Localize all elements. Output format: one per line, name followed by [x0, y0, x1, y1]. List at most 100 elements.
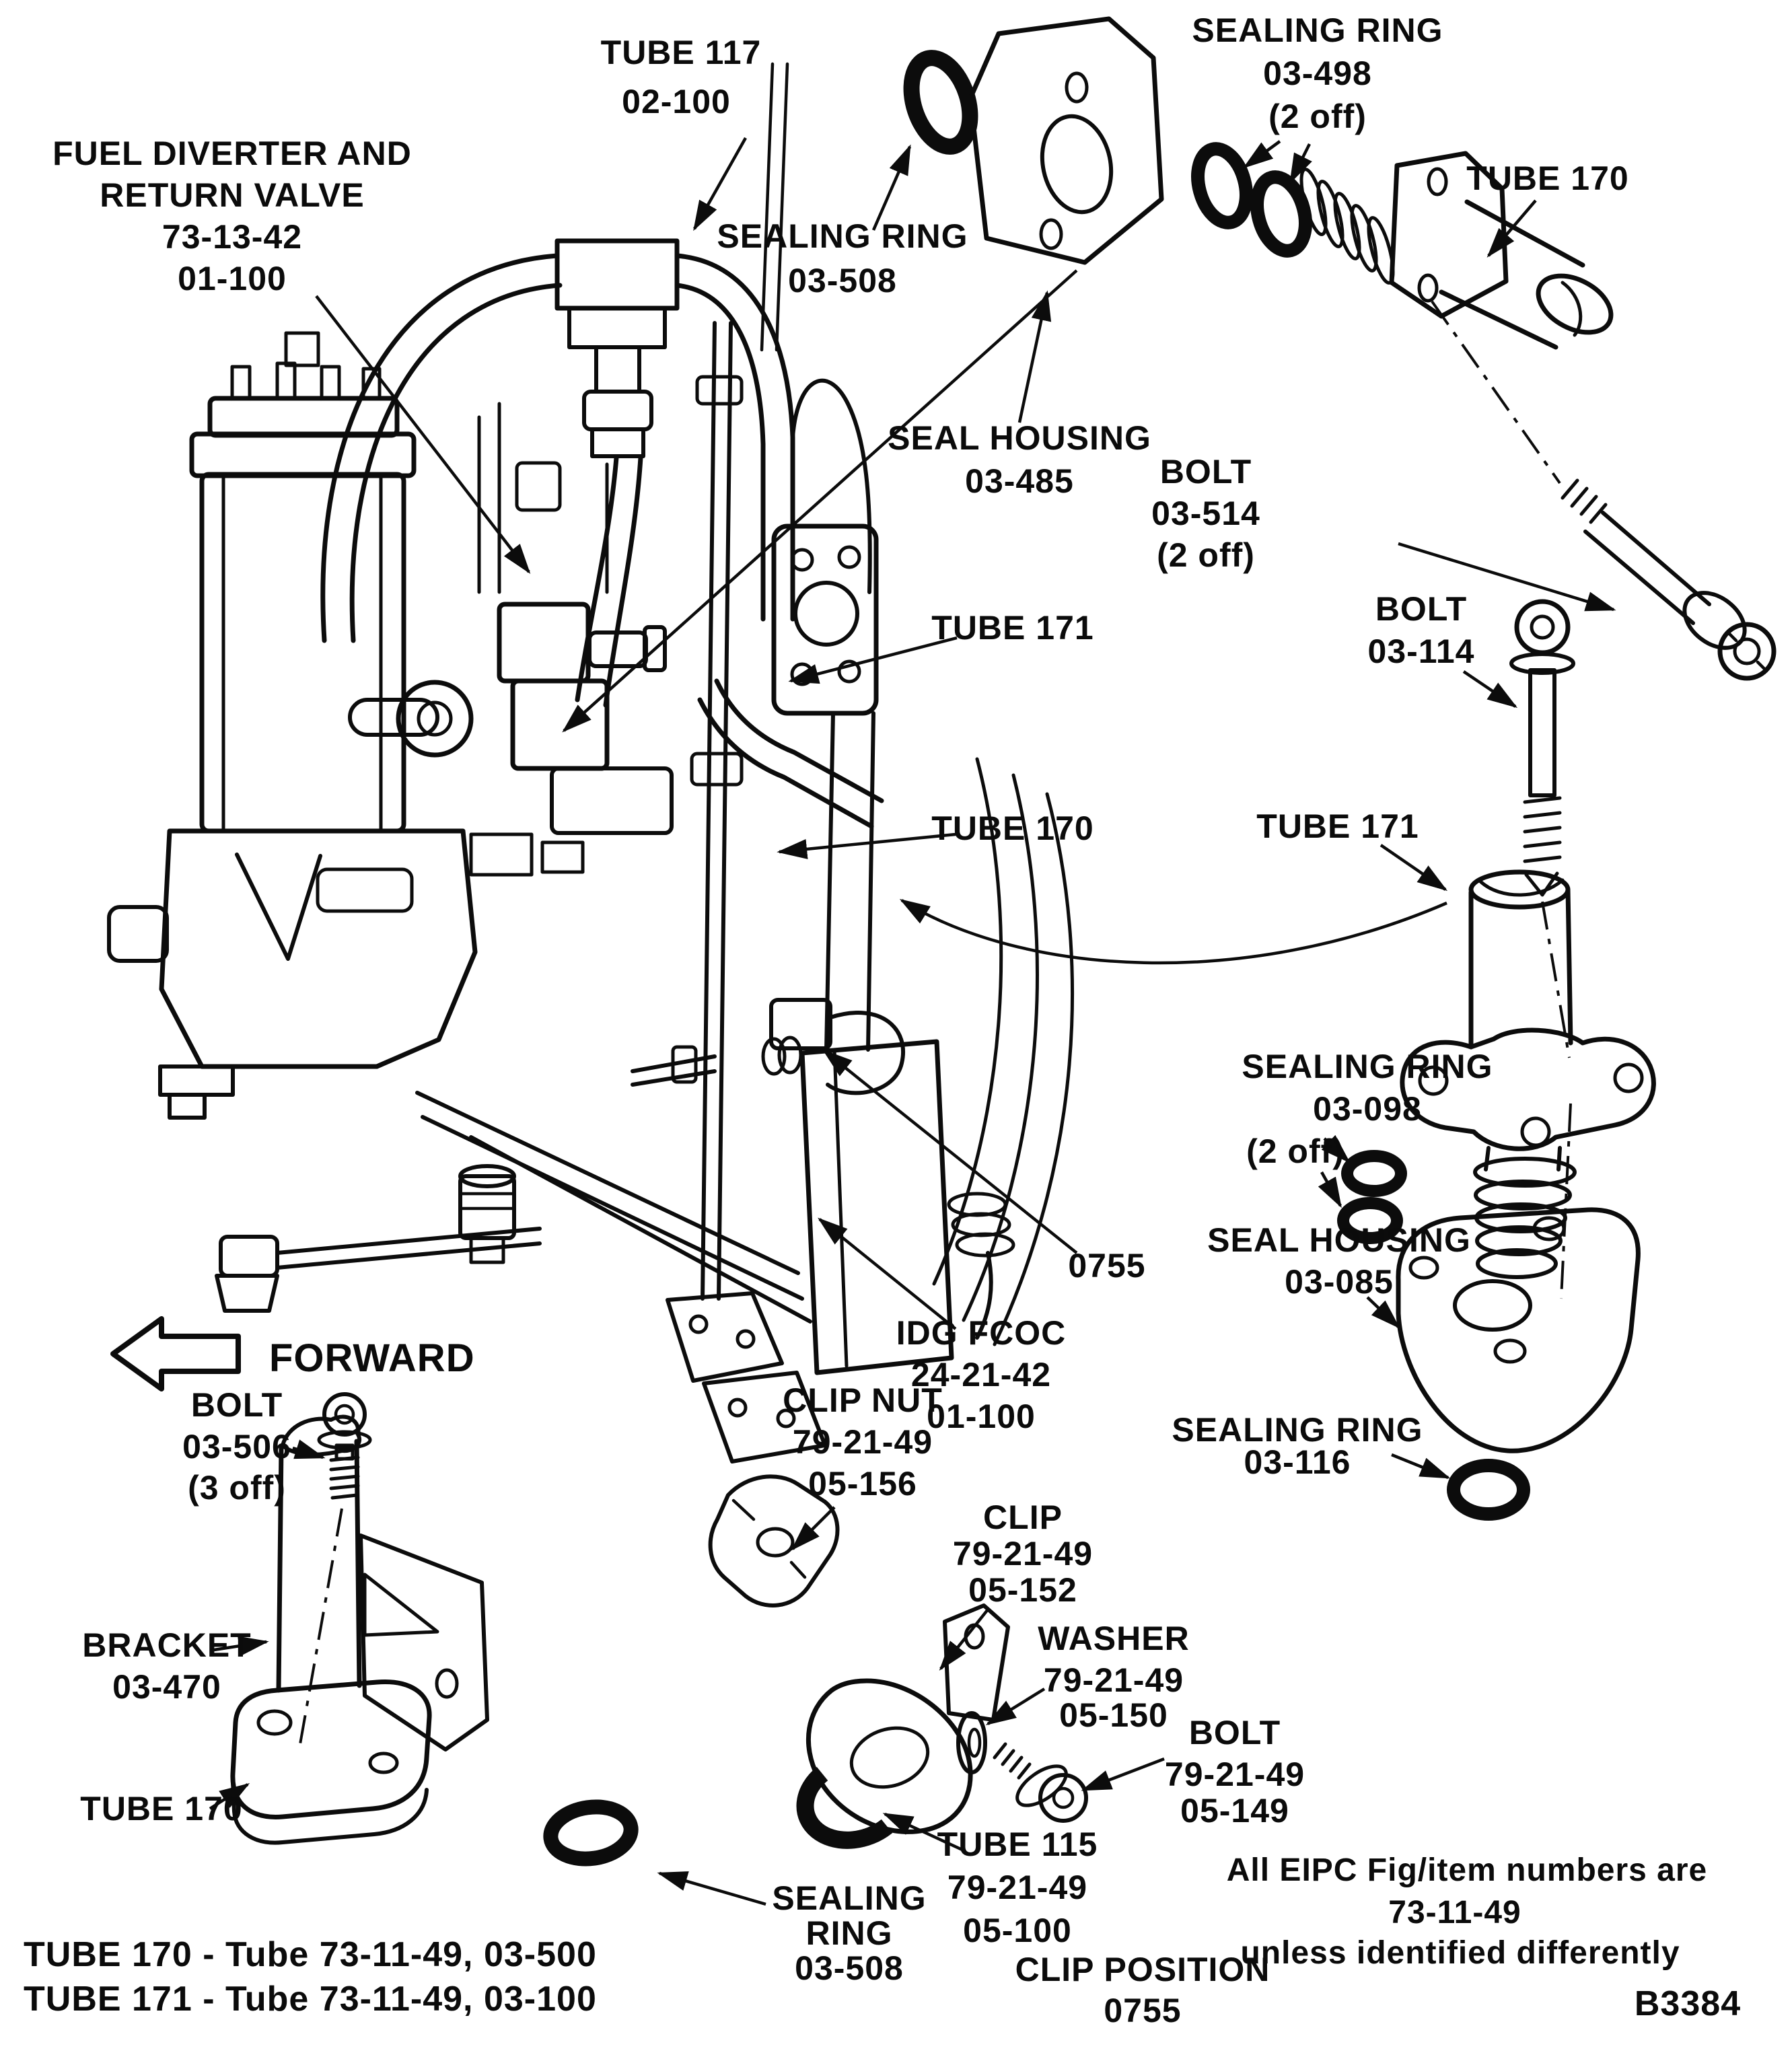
- fuel-hoses: [320, 62, 884, 829]
- leader-seal-housing-485: [1017, 290, 1052, 423]
- callout-bolt-506-line3: (3 off): [188, 1469, 286, 1507]
- callout-bolt-149-line3: 05-149: [1180, 1792, 1289, 1830]
- leader-tube117: [693, 137, 747, 231]
- seal-housing-485-drawing: [968, 16, 1164, 265]
- leader-tube171-install-curve: [899, 899, 1447, 965]
- leader-sealing-ring-116: [1391, 1453, 1451, 1480]
- callout-bolt-514-line2: 03-514: [1151, 495, 1260, 532]
- callout-seal-housing-485-line1: SEAL HOUSING: [888, 419, 1151, 457]
- leader-tube170-bottom: [209, 1782, 250, 1810]
- callout-sealing-ring-116-line2: 03-116: [1244, 1443, 1351, 1481]
- leader-lines: [209, 137, 1616, 1906]
- callout-fuel-diverter-line4: 01-100: [178, 260, 287, 297]
- leader-sealing-ring-498-b: [1289, 143, 1312, 184]
- o-ring-498-b: [1250, 170, 1312, 258]
- callout-sealing-ring-508-bottom-line1: SEALING: [772, 1879, 926, 1917]
- leader-idg-fcoc: [818, 1217, 957, 1330]
- callout-clip-nut-line3: 05-156: [808, 1465, 917, 1503]
- bolt-514-centerline: [1431, 300, 1561, 484]
- leader-fuel-diverter: [315, 295, 531, 574]
- fuel-diverter-valve: [348, 402, 674, 877]
- callout-idg-fcoc-line3: 01-100: [927, 1398, 1036, 1435]
- tube-170-part-drawing: [1299, 151, 1614, 350]
- callout-sealing-ring-116-line1: SEALING RING: [1172, 1411, 1423, 1449]
- bolt-506-drawing: [317, 1392, 372, 1500]
- callout-bracket-470-line2: 03-470: [112, 1668, 221, 1706]
- o-ring-098-b: [1337, 1197, 1403, 1244]
- callout-tube115-line1: TUBE 115: [937, 1825, 1098, 1863]
- callout-sealing-ring-498-line2: 03-498: [1263, 55, 1372, 92]
- callout-bolt-514-line1: BOLT: [1160, 453, 1252, 491]
- callout-tube117-line1: TUBE 117: [601, 34, 762, 71]
- bolt-514-drawing: [1561, 478, 1777, 681]
- engine-case-arcs: [932, 757, 1075, 1346]
- leader-seal-housing-085: [1366, 1296, 1400, 1329]
- callout-clip-152-line3: 05-152: [968, 1571, 1077, 1609]
- callout-tube171-right: TUBE 171: [1256, 807, 1419, 845]
- leader-bolt-506: [292, 1439, 326, 1459]
- forward-label: FORWARD: [269, 1336, 475, 1380]
- leader-bolt-114: [1462, 670, 1518, 709]
- leader-sealing-ring-508-top: [871, 144, 912, 231]
- callout-bolt-514-line3: (2 off): [1157, 536, 1255, 574]
- figure-code: B3384: [1635, 1984, 1741, 2023]
- leader-sealing-ring-498-a: [1242, 140, 1281, 169]
- note-line2: 73-11-49: [1388, 1895, 1521, 1930]
- callout-clip-152-line2: 79-21-49: [953, 1535, 1093, 1572]
- seal-housing-085-drawing: [1396, 1207, 1641, 1453]
- note-line3: unless identified differently: [1240, 1935, 1680, 1971]
- legend-tube171: TUBE 171 - Tube 73-11-49, 03-100: [24, 1980, 597, 2019]
- callout-tube117-line2: 02-100: [622, 83, 731, 120]
- leader-tube170-top: [1486, 199, 1537, 258]
- callout-bolt-506-line1: BOLT: [191, 1386, 283, 1424]
- lower-tubes: [215, 998, 1015, 1340]
- callout-clip-position-line1: CLIP POSITION: [1015, 1951, 1270, 1988]
- washer-150-drawing: [956, 1711, 987, 1774]
- callout-seal-housing-485-line2: 03-485: [965, 462, 1074, 500]
- tube-170-bottom-drawing: [230, 1414, 432, 1845]
- callout-sealing-ring-508-top-line2: 03-508: [788, 262, 897, 299]
- callout-fuel-diverter-line1: FUEL DIVERTER AND: [52, 135, 412, 172]
- leader-bolt-514: [1398, 542, 1616, 612]
- bracket-exploded-view: [230, 1392, 639, 1867]
- leader-sealing-ring-508-bottom: [657, 1871, 766, 1906]
- forward-arrow-icon: [110, 1316, 241, 1391]
- callout-bracket-470-line1: BRACKET: [82, 1626, 251, 1664]
- legend-tube170: TUBE 170 - Tube 73-11-49, 03-500: [24, 1935, 597, 1974]
- leader-0755: [822, 1049, 1078, 1254]
- leader-tube171-right: [1379, 844, 1448, 892]
- callout-0755: 0755: [1068, 1247, 1145, 1285]
- callout-bolt-149-line2: 79-21-49: [1165, 1756, 1305, 1793]
- callout-bolt-114-line2: 03-114: [1368, 632, 1475, 670]
- mounting-plate: [771, 523, 879, 1052]
- clip-tube-115-drawing: [796, 1603, 1088, 1849]
- tube-171-part-drawing: [1400, 869, 1656, 1279]
- leader-washer-150: [985, 1688, 1046, 1725]
- bolt-114-centerline-lower: [1560, 1103, 1572, 1299]
- callout-tube115-line2: 79-21-49: [947, 1869, 1087, 1906]
- callout-clip-nut-line2: 79-21-49: [793, 1423, 933, 1461]
- callout-fuel-diverter-line2: RETURN VALVE: [100, 176, 365, 214]
- leader-clip-nut: [791, 1506, 836, 1551]
- leader-bracket-470: [213, 1636, 269, 1657]
- callout-washer-150-line1: WASHER: [1038, 1620, 1189, 1657]
- tube-115-end: [796, 1766, 893, 1849]
- callout-seal-housing-085-line2: 03-085: [1285, 1263, 1394, 1301]
- bolt-114-centerline-upper: [1541, 901, 1571, 1058]
- leader-sealing-ring-098-b: [1318, 1171, 1342, 1208]
- o-ring-116: [1447, 1459, 1530, 1521]
- top-exploded-view: [903, 16, 1777, 681]
- o-ring-498-a: [1191, 142, 1253, 229]
- leader-clip-152: [939, 1608, 989, 1671]
- callout-sealing-ring-098-line1: SEALING RING: [1242, 1048, 1493, 1085]
- bolt-506-centerline: [299, 1508, 343, 1745]
- leader-seal-housing-485-to-engine: [562, 269, 1078, 733]
- idg-fcoc-block: [799, 1039, 954, 1375]
- fuel-filter-canister: [189, 331, 417, 834]
- callout-sealing-ring-098-line2: 03-098: [1313, 1090, 1422, 1128]
- callout-idg-fcoc-line2: 24-21-42: [911, 1356, 1051, 1394]
- callout-tube115-line3: 05-100: [963, 1912, 1072, 1949]
- callout-bolt-149-line1: BOLT: [1189, 1714, 1281, 1751]
